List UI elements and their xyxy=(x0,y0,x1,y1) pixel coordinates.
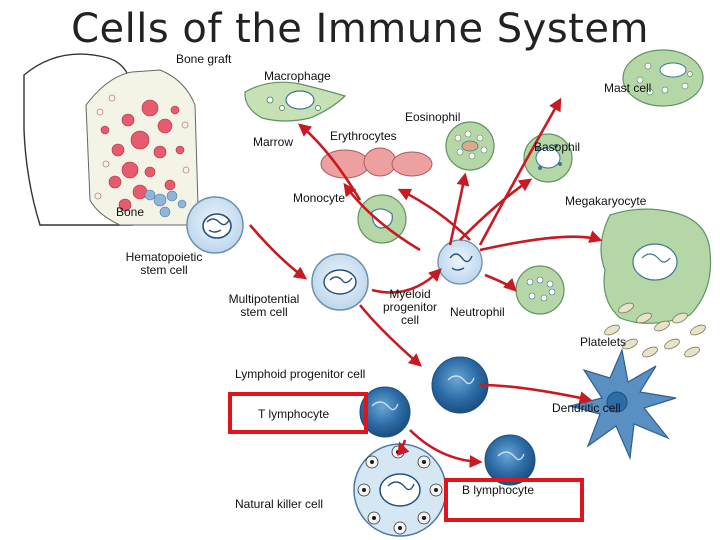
label-multipotential-stem-cell: Multipotential stem cell xyxy=(218,293,310,319)
myeloid-progenitor-shape xyxy=(437,239,483,285)
label-hematopoietic-stem-cell: Hematopoietic stem cell xyxy=(118,251,210,277)
label-bone-graft: Bone graft xyxy=(176,52,232,66)
bone-graft-illustration xyxy=(23,53,199,226)
label-hematopoietic-line2: stem cell xyxy=(140,263,188,277)
label-natural-killer-cell: Natural killer cell xyxy=(235,497,324,511)
dendritic-cell-shape xyxy=(567,347,677,461)
label-multipotential-line2: stem cell xyxy=(240,305,288,319)
t-lymphocyte-shape xyxy=(359,386,411,438)
label-b-lymphocyte: B lymphocyte xyxy=(462,483,535,497)
basophil-shape xyxy=(523,133,573,183)
label-marrow: Marrow xyxy=(253,135,294,149)
b-lymphocyte-shape xyxy=(484,434,536,486)
megakaryocyte-shape xyxy=(600,208,712,324)
label-myeloid-line2: progenitor xyxy=(382,300,438,314)
lymphoid-progenitor-shape xyxy=(431,356,489,414)
label-bone: Bone xyxy=(116,205,145,219)
label-basophil: Basophil xyxy=(534,140,581,154)
differentiation-arrows xyxy=(249,97,603,468)
monocyte-shape xyxy=(357,194,407,244)
erythrocytes-shape xyxy=(320,147,433,179)
label-myeloid-line3: cell xyxy=(400,313,419,327)
label-mast-cell: Mast cell xyxy=(604,81,652,95)
marrow-blue-cells xyxy=(144,189,187,218)
label-myeloid-progenitor-cell: Myeloid progenitor cell xyxy=(373,288,447,327)
neutrophil-shape xyxy=(515,265,565,315)
hematopoietic-stem-cell-shape xyxy=(186,196,244,254)
marrow-cells xyxy=(100,99,185,212)
label-neutrophil: Neutrophil xyxy=(450,305,505,319)
mast-cell-shape xyxy=(622,49,704,107)
label-erythrocytes: Erythrocytes xyxy=(330,129,397,143)
t-lymphocyte-highlight-box xyxy=(228,392,368,434)
label-t-lymphocyte: T lymphocyte xyxy=(258,407,330,421)
label-platelets: Platelets xyxy=(580,335,627,349)
label-myeloid-line1: Myeloid xyxy=(389,287,431,301)
label-dendritic-cell: Dendritic cell xyxy=(552,401,621,415)
label-eosinophil: Eosinophil xyxy=(405,110,461,124)
page-title: Cells of the Immune System xyxy=(71,6,649,52)
platelets-shape xyxy=(604,302,706,358)
natural-killer-cell-shape xyxy=(353,443,447,537)
label-monocyte: Monocyte xyxy=(293,191,346,205)
label-megakaryocyte: Megakaryocyte xyxy=(565,194,647,208)
label-multipotential-line1: Multipotential xyxy=(228,292,300,306)
b-lymphocyte-highlight-box xyxy=(444,478,584,522)
label-lymphoid-progenitor-cell: Lymphoid progenitor cell xyxy=(235,367,366,381)
label-hematopoietic-line1: Hematopoietic xyxy=(125,250,203,264)
multipotential-stem-cell-shape xyxy=(311,253,369,311)
label-macrophage: Macrophage xyxy=(264,69,331,83)
eosinophil-shape xyxy=(445,121,495,171)
macrophage-shape xyxy=(244,81,347,122)
